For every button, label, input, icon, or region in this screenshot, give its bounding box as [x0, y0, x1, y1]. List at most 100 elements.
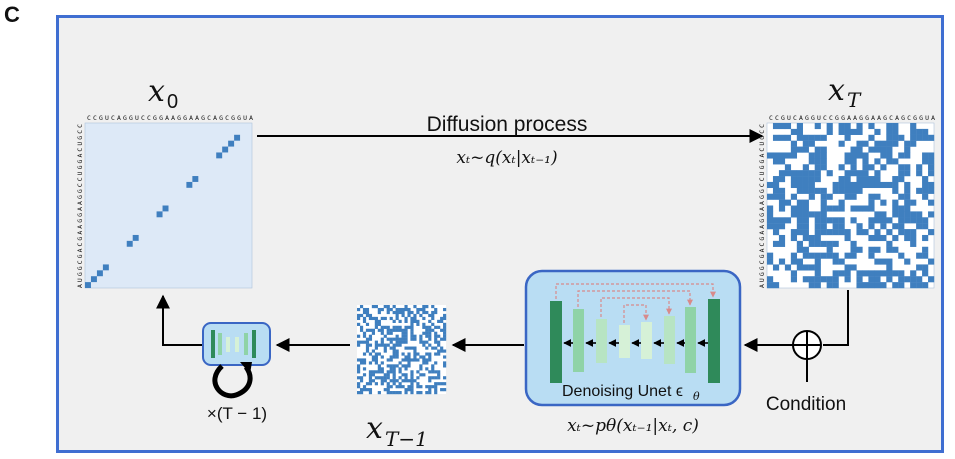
matrix-cell	[838, 270, 845, 277]
matrix-cell	[416, 376, 420, 380]
matrix-cell	[796, 258, 803, 265]
matrix-cell	[832, 258, 839, 265]
matrix-cell	[377, 307, 381, 312]
matrix-cell	[380, 370, 384, 374]
matrix-cell	[368, 391, 373, 395]
matrix-cell	[880, 258, 887, 265]
matrix-cell	[395, 310, 399, 315]
matrix-cell	[357, 376, 361, 380]
matrix-cell	[880, 211, 887, 218]
matrix-cell	[434, 310, 438, 315]
matrix-cell	[838, 223, 845, 230]
matrix-cell	[856, 276, 863, 283]
matrix-cell	[892, 246, 899, 253]
matrix-cell	[898, 193, 905, 200]
matrix-cell	[790, 205, 798, 212]
matrix-cell	[383, 376, 387, 380]
matrix-cell	[404, 319, 408, 323]
matrix-cell	[820, 199, 827, 206]
matrix-cell	[874, 276, 881, 283]
matrix-cell	[790, 229, 798, 236]
matrix-cell	[892, 211, 899, 218]
matrix-cell	[407, 355, 411, 359]
matrix-cell	[922, 176, 929, 183]
matrix-cell	[880, 234, 887, 242]
matrix-cell	[422, 355, 426, 359]
matrix-cell	[404, 340, 408, 344]
matrix-cell	[928, 211, 935, 218]
matrix-cell	[880, 223, 887, 230]
matrix-cell	[357, 316, 361, 321]
matrix-cell	[410, 385, 414, 389]
matrix-cell	[898, 205, 905, 212]
matrix-cell	[85, 282, 91, 288]
matrix-cell	[814, 164, 821, 171]
matrix-cell	[434, 307, 438, 312]
matrix-cell	[431, 310, 435, 315]
matrix-cell	[398, 370, 402, 374]
matrix-cell	[850, 187, 857, 194]
matrix-cell	[898, 211, 905, 218]
matrix-cell	[395, 379, 399, 383]
matrix-cell	[428, 355, 432, 359]
matrix-cell	[778, 199, 786, 206]
matrix-cell	[443, 313, 447, 318]
unet-layer-encoder-1	[550, 301, 562, 383]
matrix-cell	[374, 382, 378, 386]
matrix-cell	[910, 217, 917, 224]
matrix-cell	[434, 382, 438, 386]
matrix-cell	[856, 246, 863, 253]
matrix-cell	[371, 373, 375, 377]
matrix-cell	[820, 252, 827, 259]
matrix-cell	[407, 307, 411, 312]
matrix-cell	[802, 199, 809, 206]
repeat-label: ×(T − 1)	[207, 404, 267, 423]
matrix-cell	[395, 337, 399, 341]
matrix-cell	[389, 340, 393, 344]
matrix-cell	[814, 123, 821, 130]
matrix-cell	[398, 337, 402, 341]
matrix-cell	[386, 343, 390, 347]
matrix-cell	[437, 352, 441, 356]
matrix-cell	[404, 331, 408, 335]
matrix-cell	[371, 328, 375, 332]
matrix-cell	[431, 316, 435, 321]
matrix-cell	[844, 128, 851, 135]
matrix-cell	[440, 328, 444, 332]
matrix-cell	[413, 313, 417, 318]
matrix-cell	[365, 349, 370, 353]
matrix-cell	[874, 128, 881, 135]
matrix-cell	[383, 334, 387, 338]
matrix-cell	[838, 217, 845, 224]
matrix-cell	[886, 217, 893, 224]
matrix-cell	[808, 193, 815, 200]
matrix-cell	[401, 313, 405, 318]
matrix-cell	[784, 217, 792, 224]
matrix-cell	[383, 349, 387, 353]
matrix-cell	[898, 223, 905, 230]
matrix-cell	[802, 246, 809, 253]
matrix-cell	[904, 187, 911, 194]
matrix-cell	[844, 134, 851, 141]
matrix-cell	[425, 367, 429, 371]
matrix-cell	[916, 223, 923, 230]
matrix-cell	[404, 355, 408, 359]
matrix-cell	[880, 282, 887, 289]
matrix-cell	[395, 349, 399, 353]
matrix-cell	[365, 322, 370, 326]
matrix-cell	[778, 123, 786, 130]
matrix-cell	[428, 325, 432, 329]
matrix-cell	[425, 352, 429, 356]
unet-layer-decoder-1	[664, 316, 675, 364]
matrix-cell	[362, 331, 367, 335]
x0-sequence-left: AUGGCGACGAAGGAAGGCCUGGACUGCC	[76, 124, 84, 288]
matrix-cell	[404, 373, 408, 377]
matrix-cell	[904, 217, 911, 224]
matrix-cell	[820, 205, 827, 212]
matrix-cell	[359, 379, 364, 383]
matrix-cell	[880, 140, 887, 147]
matrix-cell	[386, 382, 390, 386]
matrix-cell	[862, 270, 869, 277]
matrix-cell	[377, 376, 381, 380]
matrix-cell	[365, 343, 370, 347]
